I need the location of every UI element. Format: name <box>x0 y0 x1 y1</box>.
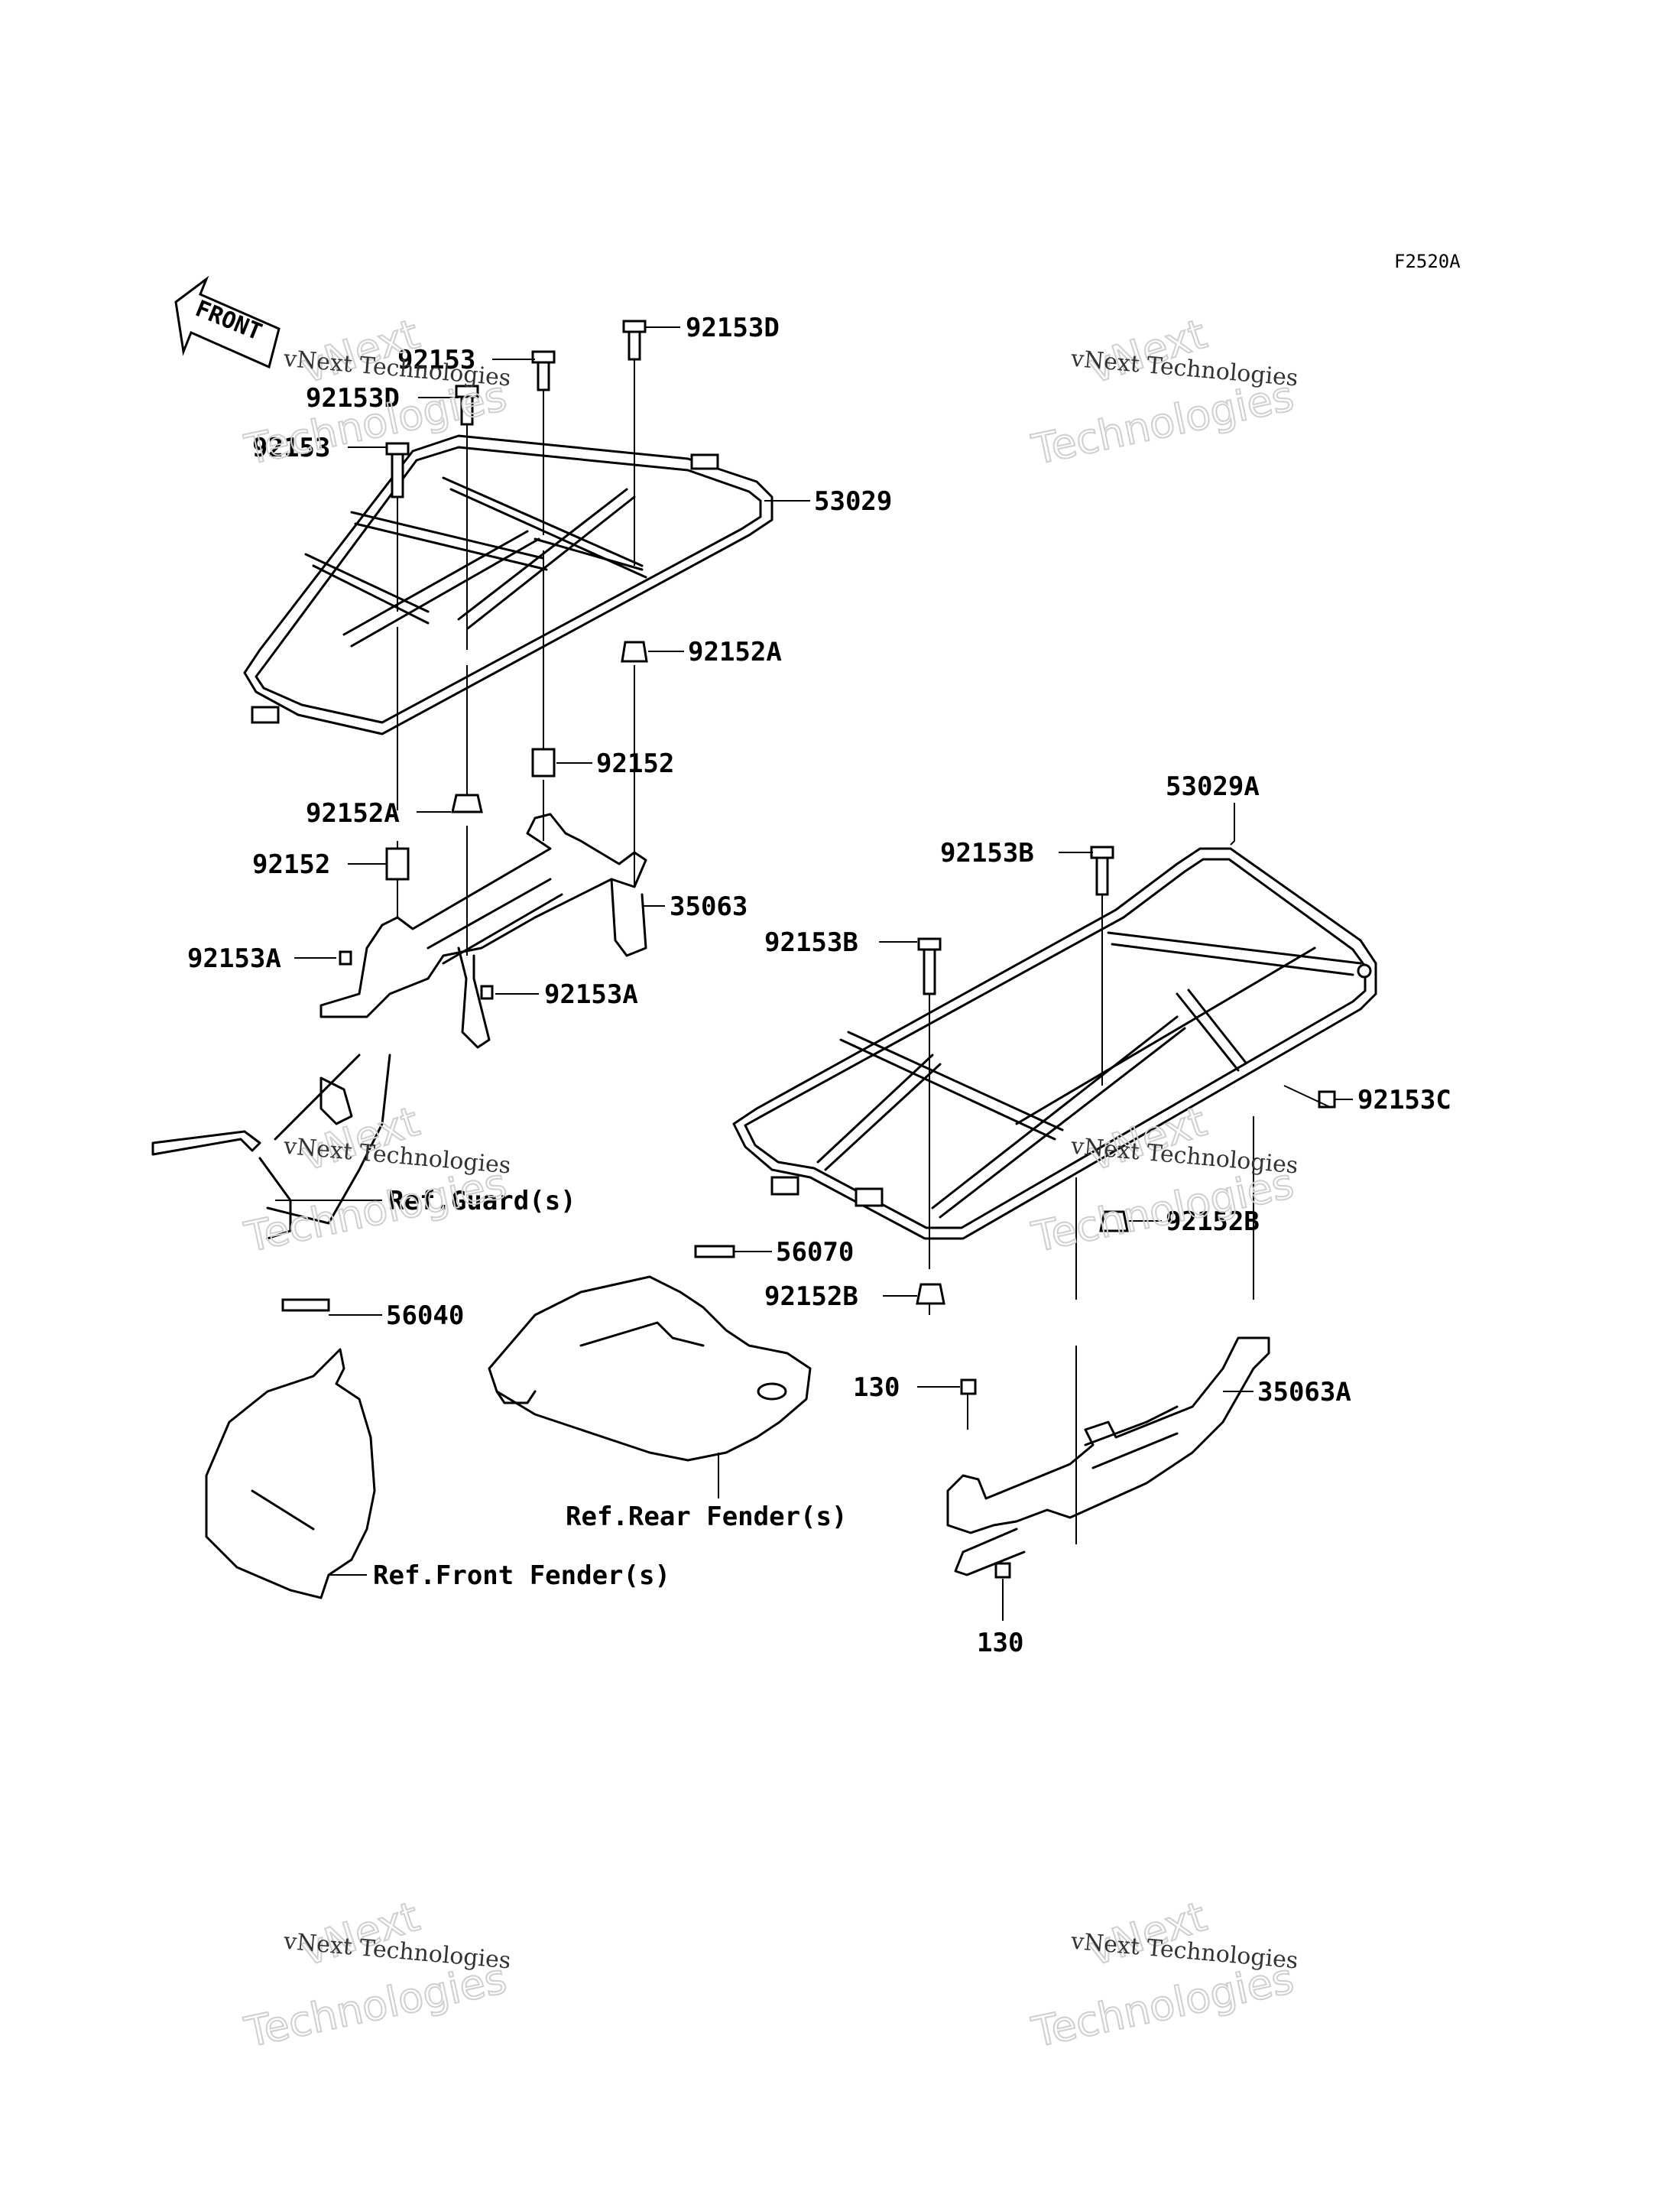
callout-92152B-b: 92152B <box>764 1281 858 1312</box>
svg-text:Technologies: Technologies <box>241 1159 511 1261</box>
callout-92153C: 92153C <box>1357 1085 1451 1115</box>
callout-92152B-a: 92152B <box>1166 1206 1260 1237</box>
bolt-92153-a[interactable] <box>531 350 556 391</box>
spacer-92152A-left[interactable] <box>451 794 483 813</box>
callout-130-b: 130 <box>977 1628 1023 1658</box>
callout-56040: 56040 <box>386 1300 464 1331</box>
callout-92153-b: 92153 <box>252 433 330 463</box>
spacer-92152B-b[interactable] <box>916 1283 945 1305</box>
bolt-92153-b[interactable] <box>385 442 410 498</box>
callout-92153B-a: 92153B <box>940 838 1034 868</box>
watermark-mid-left: vNext vNext Technologies Technologies <box>240 1096 512 1262</box>
ref-front-fender-label: Ref.Front Fender(s) <box>373 1560 670 1591</box>
callout-130-a: 130 <box>853 1372 900 1403</box>
rear-carrier-bracket[interactable] <box>946 1336 1270 1579</box>
svg-text:Technologies: Technologies <box>1028 1954 1298 2057</box>
svg-text:Technologies: Technologies <box>241 1954 511 2057</box>
callout-53029: 53029 <box>814 486 892 517</box>
bolt-130-a[interactable] <box>960 1378 977 1395</box>
callout-92152A-right: 92152A <box>688 637 782 667</box>
callout-92153D-b: 92153D <box>306 383 400 414</box>
svg-text:Technologies: Technologies <box>1028 1159 1298 1261</box>
bolt-92153D-b[interactable] <box>455 385 479 426</box>
front-carrier-rack[interactable] <box>243 434 774 735</box>
guard-reference <box>151 1054 391 1240</box>
bolt-92153C[interactable] <box>1318 1090 1336 1109</box>
ref-guard-label: Ref.Guard(s) <box>388 1186 576 1216</box>
spacer-92152-left[interactable] <box>385 847 410 881</box>
callout-92153-a: 92153 <box>397 345 475 375</box>
front-direction-arrow-icon: FRONT <box>174 275 281 369</box>
callout-35063: 35063 <box>670 891 748 922</box>
label-56040[interactable] <box>281 1298 330 1312</box>
callout-92153D-top: 92153D <box>686 313 780 343</box>
callout-92153A-left: 92153A <box>187 943 281 974</box>
spacer-92152B-a[interactable] <box>1099 1210 1129 1232</box>
svg-text:Technologies: Technologies <box>1028 372 1298 474</box>
spacer-92152A-right[interactable] <box>621 641 648 663</box>
spacer-92152-right[interactable] <box>531 748 556 778</box>
rear-carrier-rack[interactable] <box>732 847 1377 1240</box>
callout-92153B-b: 92153B <box>764 927 858 958</box>
diagram-code: F2520A <box>1394 251 1461 272</box>
callout-56070: 56070 <box>776 1237 854 1268</box>
callout-92152-right: 92152 <box>596 748 674 779</box>
callout-92152-left: 92152 <box>252 849 330 880</box>
callout-92152A-left: 92152A <box>306 798 400 829</box>
bolt-92153B-a[interactable] <box>1090 846 1114 896</box>
ref-rear-fender-label: Ref.Rear Fender(s) <box>566 1502 847 1532</box>
label-56070[interactable] <box>694 1245 735 1258</box>
watermark-bottom-right: vNext vNext Technologies Technologies <box>1027 1891 1299 2057</box>
bolt-92153A-right[interactable] <box>480 985 494 1000</box>
rear-fender-reference <box>488 1245 812 1462</box>
bolt-92153D-top[interactable] <box>622 320 647 361</box>
bolt-130-b[interactable] <box>994 1562 1011 1579</box>
bolt-92153A-left[interactable] <box>339 950 352 966</box>
watermark-bottom-left: vNext vNext Technologies Technologies <box>240 1891 512 2057</box>
watermark-top-right: vNext vNext Technologies Technologies <box>1027 309 1299 475</box>
callout-92153A-right: 92153A <box>544 979 638 1010</box>
bolt-92153B-b[interactable] <box>917 937 942 995</box>
front-fender-reference <box>205 1298 376 1599</box>
callout-35063A: 35063A <box>1257 1377 1351 1407</box>
callout-53029A: 53029A <box>1166 771 1260 802</box>
front-carrier-bracket[interactable] <box>319 813 647 1049</box>
